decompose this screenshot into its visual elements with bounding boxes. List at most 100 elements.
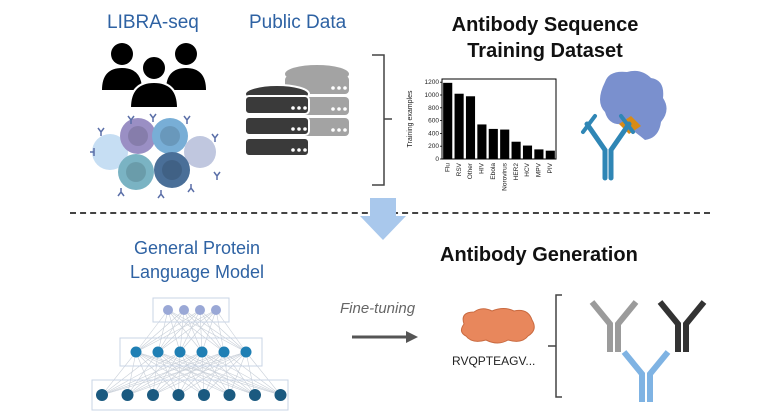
bar-hcv: [522, 145, 533, 159]
nn-edge: [152, 351, 181, 396]
right-arrow-icon: [352, 331, 418, 343]
nn-edge: [245, 351, 256, 396]
nn-edge: [157, 309, 217, 353]
nn-edge: [135, 351, 154, 396]
nn-edge: [223, 351, 230, 396]
x-tick-label: Ebola: [490, 163, 497, 180]
nn-edge: [167, 309, 247, 353]
nn-edge: [101, 351, 225, 396]
nn-edge: [157, 351, 205, 396]
bar-rsv: [454, 93, 464, 159]
nn-node: [195, 305, 205, 315]
nn-edge: [178, 351, 247, 396]
bar-flu: [443, 82, 453, 159]
x-tick-label: Other: [467, 162, 474, 179]
generated-antibodies: [589, 300, 707, 402]
nn-node: [211, 305, 221, 315]
down-arrow-icon: [360, 198, 406, 240]
nn-layer-box-top: [152, 297, 230, 323]
nn-edge: [179, 351, 230, 396]
nn-edge: [152, 351, 159, 396]
nn-edge: [178, 351, 181, 396]
nn-edge: [215, 309, 247, 353]
chart-frame: [441, 78, 557, 160]
nn-edge: [135, 309, 217, 353]
x-tick-label: MPV: [536, 162, 543, 177]
nn-edge: [167, 309, 203, 353]
nn-edge: [201, 351, 205, 396]
nn-edge: [201, 309, 217, 353]
nn-edge: [101, 351, 203, 396]
nn-edge: [179, 351, 256, 396]
nn-edge: [179, 351, 281, 396]
public-data-label: Public Data: [249, 12, 347, 33]
nn-edge: [135, 351, 281, 396]
nn-edge: [127, 351, 137, 396]
bar-hiv: [477, 124, 487, 159]
nn-node: [218, 346, 230, 358]
plm-title: General Protein Language Model: [122, 236, 272, 284]
antibody-antigen-illustration: [581, 70, 667, 181]
nn-edge: [223, 351, 281, 396]
generation-title: Antibody Generation: [440, 244, 638, 266]
nn-edge: [178, 351, 203, 396]
nn-edge: [152, 351, 225, 396]
x-tick-label: Norovirus: [501, 162, 508, 191]
y-tick-label: 800: [428, 105, 439, 112]
nn-node: [274, 389, 287, 401]
nn-edge: [101, 351, 137, 396]
nn-edge: [157, 351, 230, 396]
nn-edge: [135, 351, 179, 396]
nn-edge: [135, 309, 201, 353]
plm-title-line1: General Protein: [133, 238, 261, 258]
sequence-text: RVQPTEAGV...: [452, 354, 536, 368]
dataset-title: Antibody Sequence Training Dataset: [420, 12, 670, 64]
x-tick-label: Flu: [444, 163, 451, 172]
nn-edge: [183, 309, 225, 353]
nn-node: [152, 346, 164, 358]
nn-edge: [179, 309, 201, 353]
nn-edge: [223, 351, 256, 396]
bracket-top: [372, 54, 392, 186]
nn-edge: [135, 309, 169, 353]
nn-edge: [179, 309, 185, 353]
nn-edge: [157, 351, 281, 396]
nn-layer-box-mid: [119, 337, 263, 367]
x-tick-label: HER2: [513, 163, 520, 181]
chart-ylabel: Training examples: [407, 90, 414, 147]
nn-node: [130, 346, 142, 358]
nn-edge: [215, 309, 225, 353]
nn-edge: [157, 309, 201, 353]
x-tick-label: HIV: [479, 162, 486, 174]
nn-edge: [199, 309, 247, 353]
nn-node: [96, 389, 108, 401]
nn-edge: [135, 309, 185, 353]
libra-seq-label: LIBRA-seq: [107, 12, 199, 33]
nn-edge: [229, 351, 247, 396]
y-tick-label: 1000: [425, 92, 440, 99]
nn-edge: [101, 351, 247, 396]
nn-edge: [199, 309, 203, 353]
nn-edge: [178, 351, 225, 396]
dataset-title-line1: Antibody Sequence: [451, 14, 639, 36]
nn-edge: [167, 309, 181, 353]
nn-edge: [179, 309, 217, 353]
nn-edge: [135, 351, 205, 396]
nn-edge: [245, 351, 281, 396]
nn-edge: [127, 351, 181, 396]
nn-edge: [127, 351, 225, 396]
y-tick-label: 200: [428, 143, 439, 150]
y-tick-label: 1200: [425, 79, 440, 86]
antigen-icon: [600, 70, 667, 140]
nn-edge: [152, 351, 247, 396]
nn-edge: [203, 351, 247, 396]
fine-tuning-label: Fine-tuning: [340, 300, 416, 317]
nn-edge: [135, 351, 230, 396]
bar-piv: [545, 150, 555, 159]
nn-edge: [157, 351, 256, 396]
bar-mpv: [534, 149, 544, 159]
database-icon: [244, 65, 349, 157]
nn-node: [198, 389, 210, 401]
nn-node: [179, 305, 189, 315]
